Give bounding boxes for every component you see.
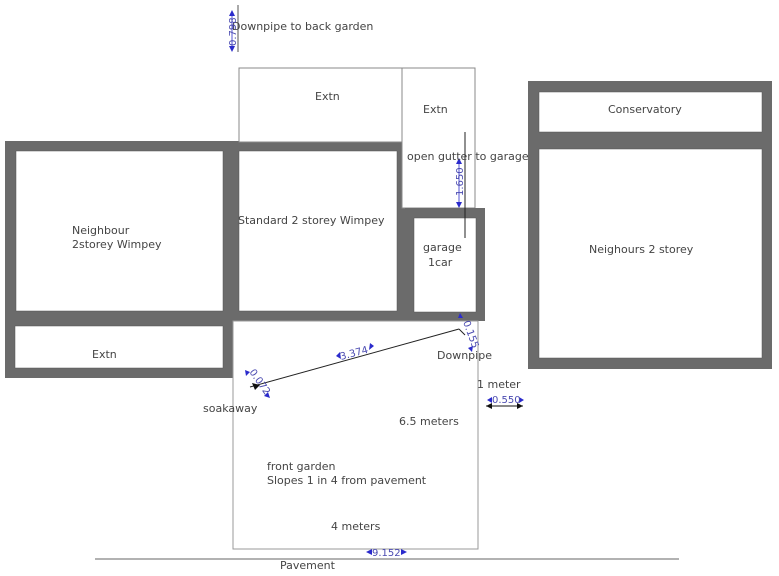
label-extn-top-right: Extn bbox=[423, 103, 448, 116]
label-neighbours-right: Neighours 2 storey bbox=[589, 243, 694, 256]
label-garage-2: 1car bbox=[428, 256, 453, 269]
label-neighbour-2: 2storey Wimpey bbox=[72, 238, 162, 251]
label-extn-bottom-left: Extn bbox=[92, 348, 117, 361]
gutter-marker bbox=[456, 132, 466, 238]
label-extn-top-left: Extn bbox=[315, 90, 340, 103]
neighbour-left-house bbox=[5, 141, 233, 319]
label-front-garden-1: front garden bbox=[267, 460, 335, 473]
width-0550-marker bbox=[486, 397, 524, 409]
label-open-gutter: open gutter to garage bbox=[407, 150, 529, 163]
dim-0155: 0.155 bbox=[460, 319, 480, 350]
dim-0798: 0.798 bbox=[228, 17, 239, 46]
label-downpipe: Downpipe bbox=[437, 349, 492, 362]
label-six-five: 6.5 meters bbox=[399, 415, 459, 428]
label-standard-house: Standard 2 storey Wimpey bbox=[238, 214, 385, 227]
dim-3374: 3.374 bbox=[339, 345, 370, 363]
standard-house bbox=[230, 141, 405, 321]
neighbour-left-extension bbox=[5, 317, 233, 378]
label-front-garden-2: Slopes 1 in 4 from pavement bbox=[267, 474, 427, 487]
label-downpipe-back: Downpipe to back garden bbox=[232, 20, 373, 33]
dim-1650: 1.650 bbox=[455, 167, 466, 196]
label-four-meters: 4 meters bbox=[331, 520, 381, 533]
conservatory bbox=[528, 81, 772, 143]
front-garden bbox=[232, 320, 479, 550]
downpipe-back-marker bbox=[229, 5, 239, 52]
label-conservatory: Conservatory bbox=[608, 103, 682, 116]
dim-9152: 9.152 bbox=[372, 548, 401, 559]
drain-run bbox=[245, 313, 473, 398]
extension-top-left bbox=[238, 67, 404, 143]
label-garage-1: garage bbox=[423, 241, 462, 254]
garage bbox=[405, 208, 485, 321]
width-9152-marker bbox=[366, 549, 407, 555]
neighbour-right-house bbox=[528, 139, 772, 369]
label-pavement: Pavement bbox=[280, 559, 336, 572]
label-one-meter: 1 meter bbox=[477, 378, 521, 391]
label-neighbour-1: Neighbour bbox=[72, 224, 130, 237]
dim-0550: 0.550 bbox=[492, 395, 521, 406]
label-soakaway: soakaway bbox=[203, 402, 258, 415]
